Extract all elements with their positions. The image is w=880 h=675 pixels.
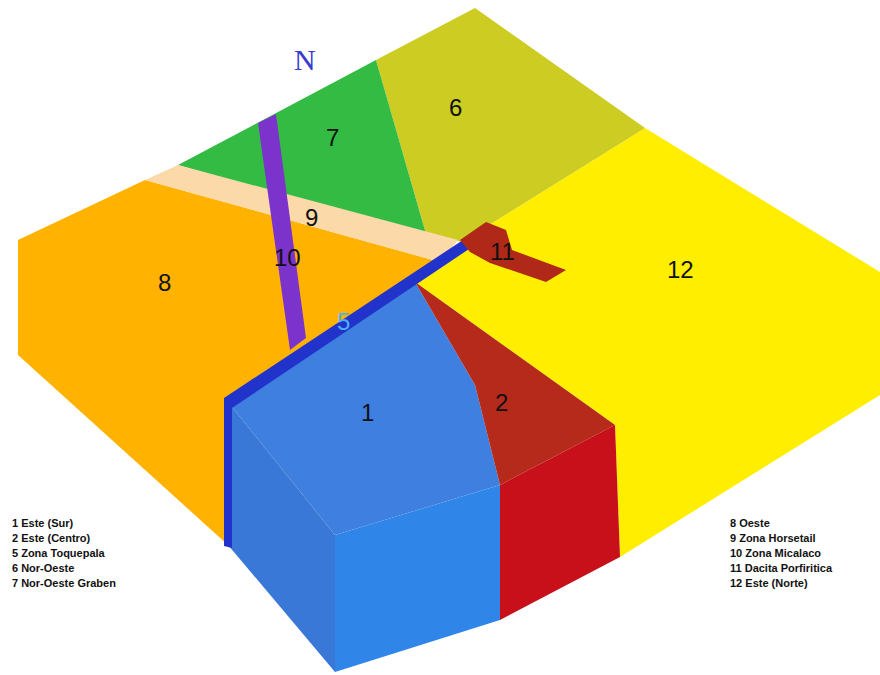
zone-number: 11	[490, 240, 515, 264]
legend-entry: 8 Oeste	[730, 518, 770, 529]
legend-entry: 9 Zona Horsetail	[730, 533, 816, 544]
zone-number: 5	[337, 310, 350, 334]
legend-entry: 11 Dacita Porfiritica	[730, 563, 832, 574]
zone-number: 8	[158, 271, 171, 295]
zone-9	[145, 165, 458, 262]
zone-number: 9	[305, 206, 318, 230]
zone-1-left-face	[228, 402, 335, 672]
zone-number: 1	[361, 401, 374, 425]
zone-number: 6	[449, 96, 462, 120]
legend-entry: 2 Este (Centro)	[12, 533, 90, 544]
legend-entry: 1 Este (Sur)	[12, 518, 73, 529]
legend-entry: 5 Zona Toquepala	[12, 548, 105, 559]
zone-5	[224, 238, 472, 548]
zone-number: 2	[495, 391, 508, 415]
legend-entry: 12 Este (Norte)	[730, 578, 808, 589]
zone-number: 7	[326, 126, 339, 150]
zone-1-front-face	[335, 485, 500, 672]
zone-10	[258, 114, 306, 350]
legend-entry: 7 Nor-Oeste Graben	[12, 578, 116, 589]
legend-entry: 10 Zona Micalaco	[730, 548, 821, 559]
zone-2-face	[500, 425, 620, 620]
north-arrow-label: N	[294, 45, 316, 75]
zone-number: 12	[667, 258, 694, 282]
zone-11	[460, 222, 566, 282]
zone-number: 10	[274, 246, 301, 270]
legend-entry: 6 Nor-Oeste	[12, 563, 74, 574]
